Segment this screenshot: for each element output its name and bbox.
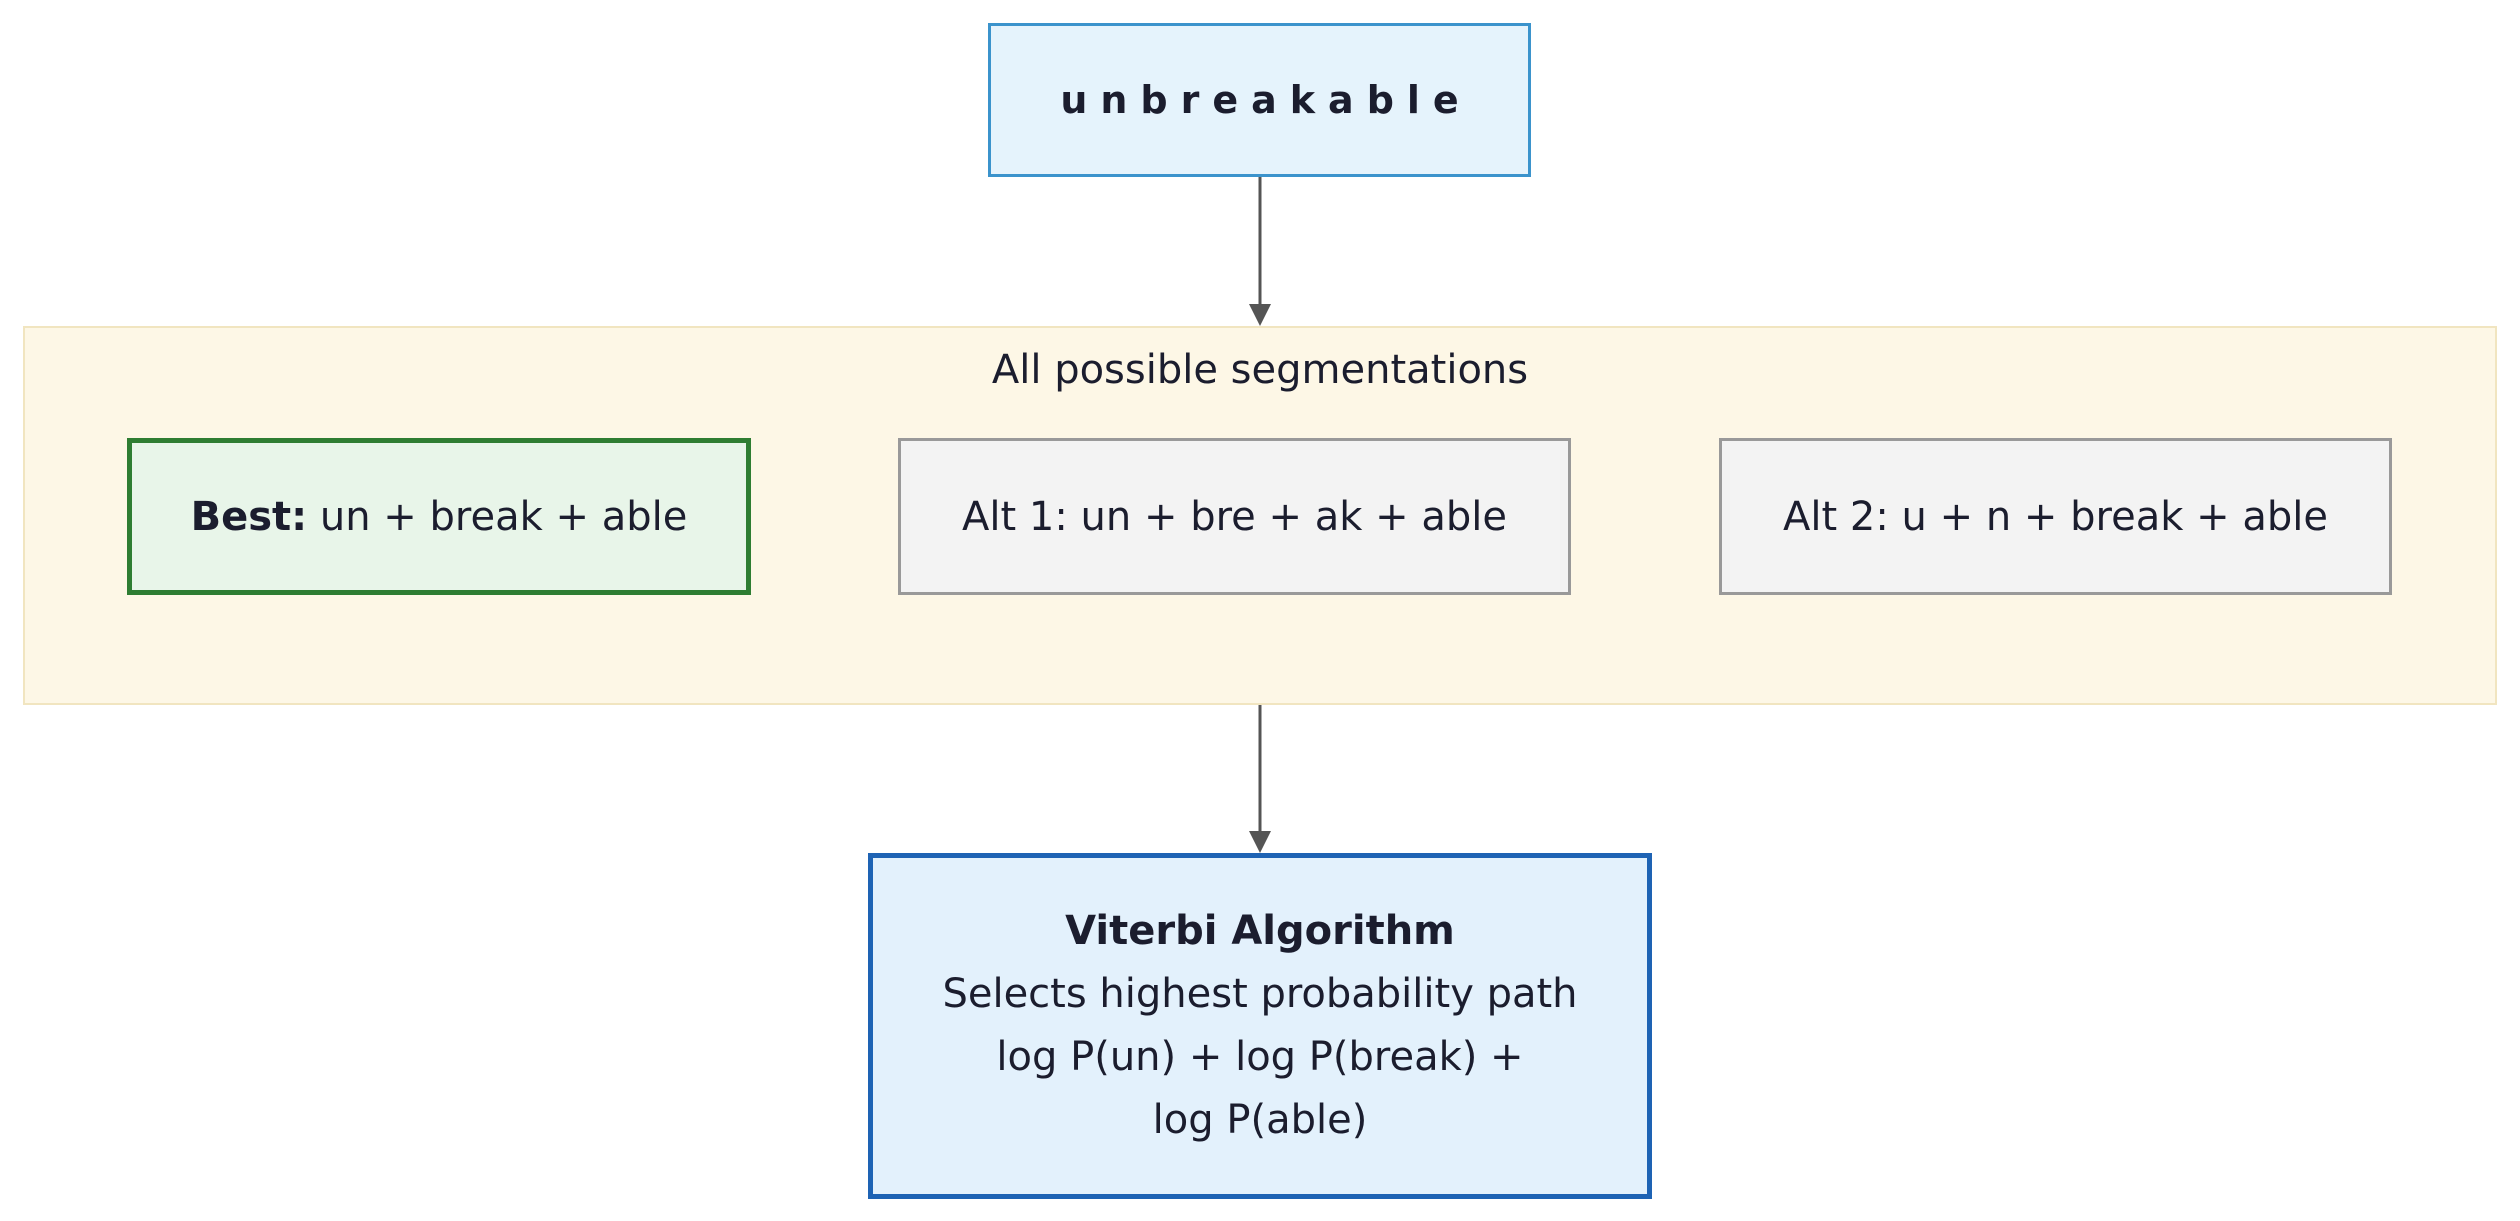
segmentation-best-node: Best: un + break + able [127, 438, 751, 595]
input-word-label: unbreakable [1060, 78, 1472, 122]
segmentation-alt1-node: Alt 1: un + bre + ak + able [898, 438, 1571, 595]
viterbi-formula: log P(un) + log P(break) + log P(able) [996, 1034, 1524, 1143]
segmentation-best-prefix: Best: [190, 493, 308, 540]
segmentation-alt2-text: Alt 2: u + n + break + able [1783, 493, 2328, 540]
segmentation-alt2-node: Alt 2: u + n + break + able [1719, 438, 2392, 595]
viterbi-description: Selects highest probability path [942, 971, 1578, 1017]
segmentation-best-text: un + break + able [319, 493, 688, 540]
viterbi-title: Viterbi Algorithm [1065, 908, 1455, 954]
input-word-node: unbreakable [988, 23, 1531, 177]
segmentation-alt1-text: Alt 1: un + bre + ak + able [962, 493, 1507, 540]
segmentations-group-title: All possible segmentations [991, 347, 1529, 393]
viterbi-node: Viterbi Algorithm Selects highest probab… [868, 853, 1652, 1199]
arrowhead-word-to-segmentations [1249, 304, 1271, 326]
arrowhead-segmentations-to-viterbi [1249, 831, 1271, 853]
